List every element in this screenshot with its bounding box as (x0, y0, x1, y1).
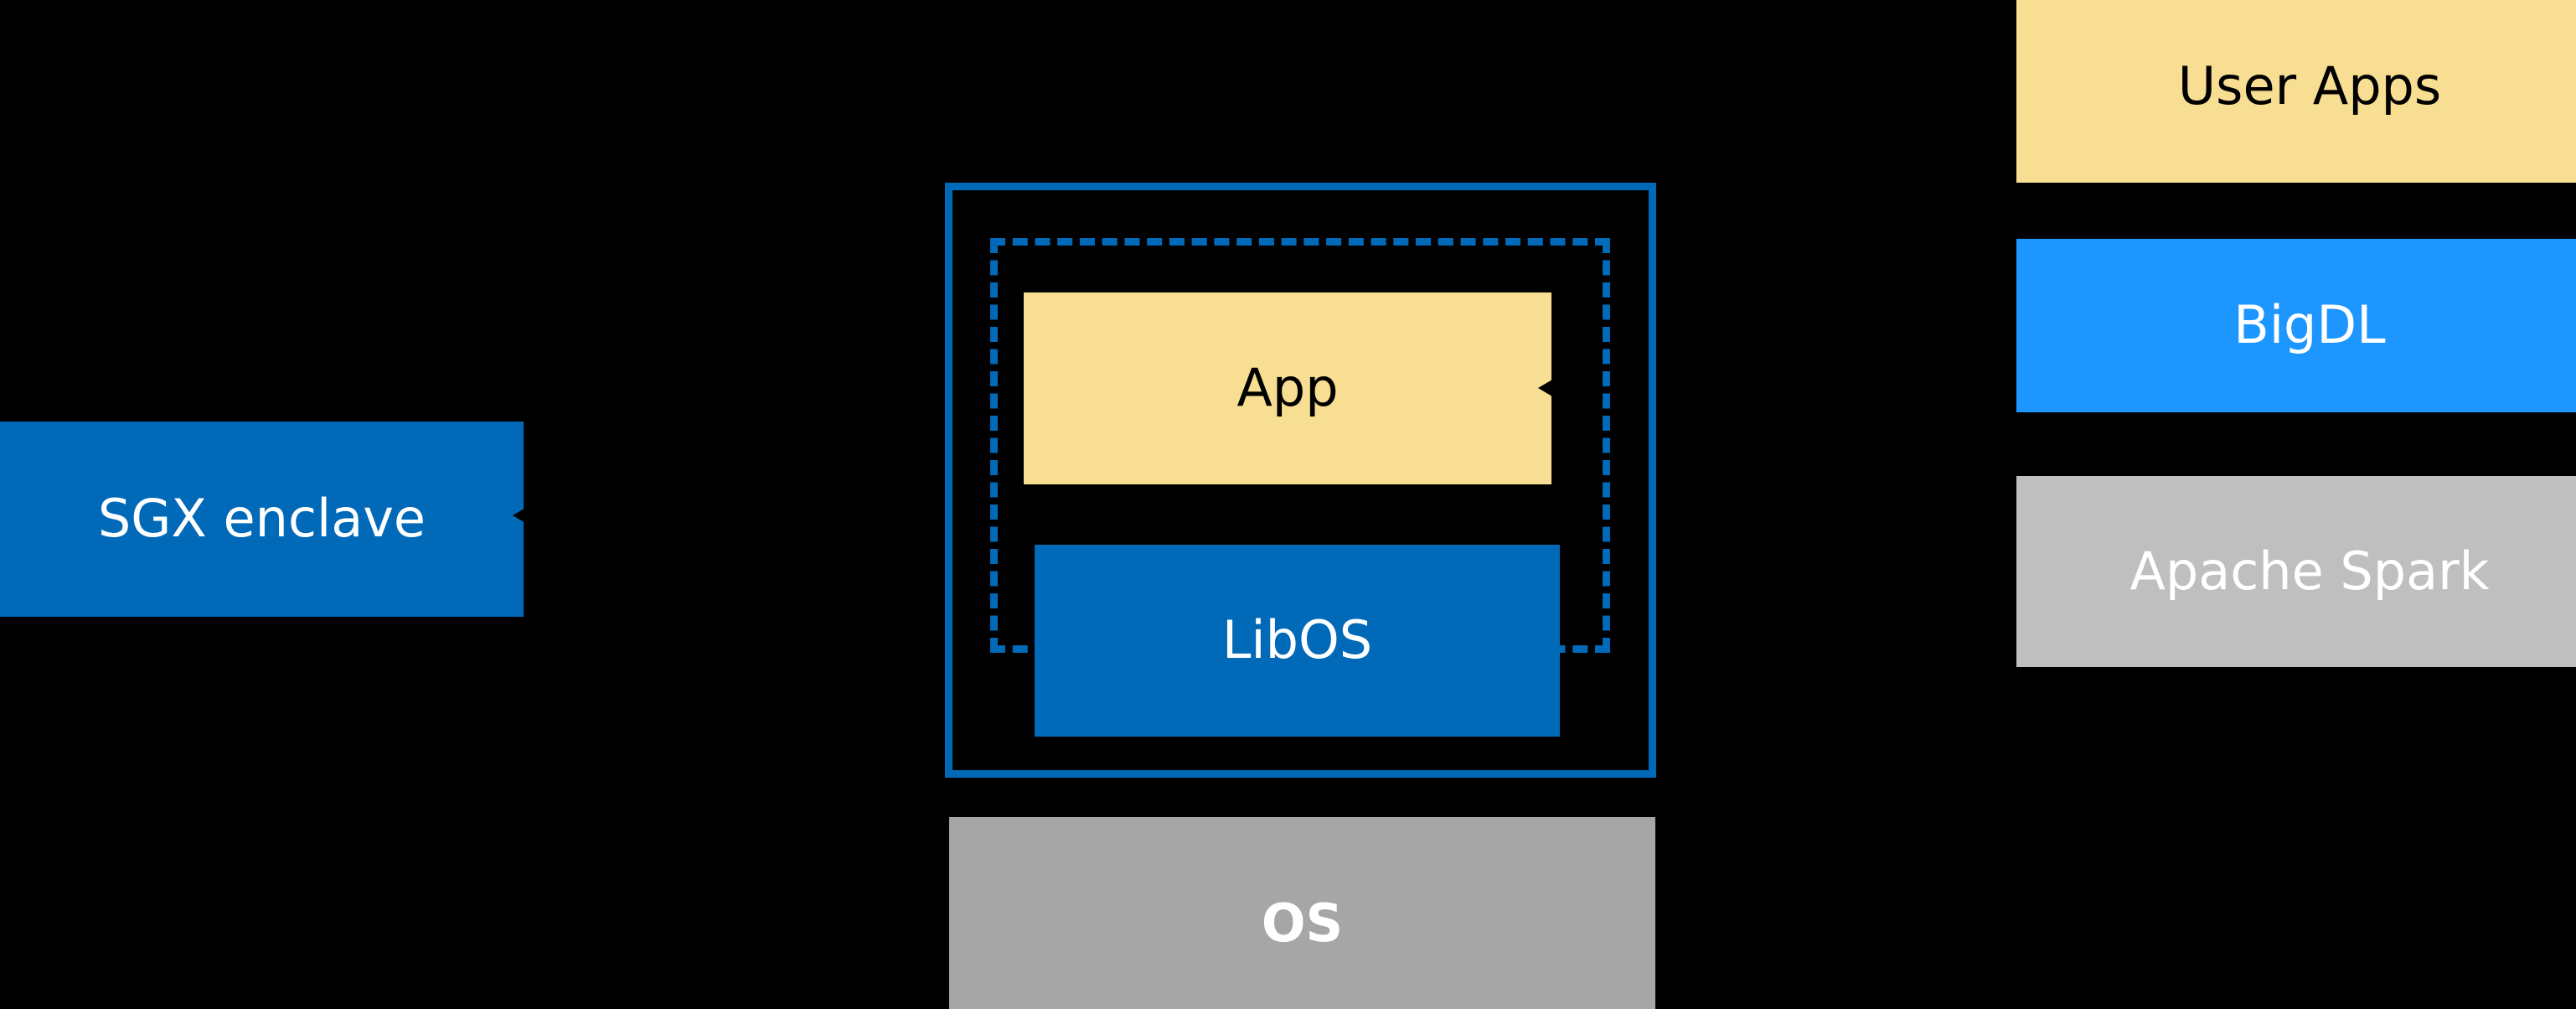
app-label: App (1236, 357, 1339, 419)
apache-spark-label: Apache Spark (2129, 540, 2490, 602)
app-box: App (1024, 292, 1551, 484)
bigdl-label: BigDL (2233, 294, 2386, 356)
libos-label: LibOS (1221, 609, 1373, 671)
app-arrow-icon (1538, 377, 1556, 399)
apache-spark-box: Apache Spark (2016, 476, 2576, 667)
sgx-enclave-box: SGX enclave (0, 422, 524, 617)
user-apps-box: User Apps (2016, 0, 2576, 183)
libos-box: LibOS (1035, 545, 1560, 737)
user-apps-label: User Apps (2177, 54, 2442, 116)
bigdl-box: BigDL (2016, 239, 2576, 412)
os-box: OS (949, 817, 1655, 1009)
os-label: OS (1261, 893, 1344, 955)
sgx-enclave-label: SGX enclave (97, 488, 426, 550)
sgx-enclave-arrow-icon (513, 504, 531, 526)
enclave-outer-frame (945, 183, 1656, 778)
